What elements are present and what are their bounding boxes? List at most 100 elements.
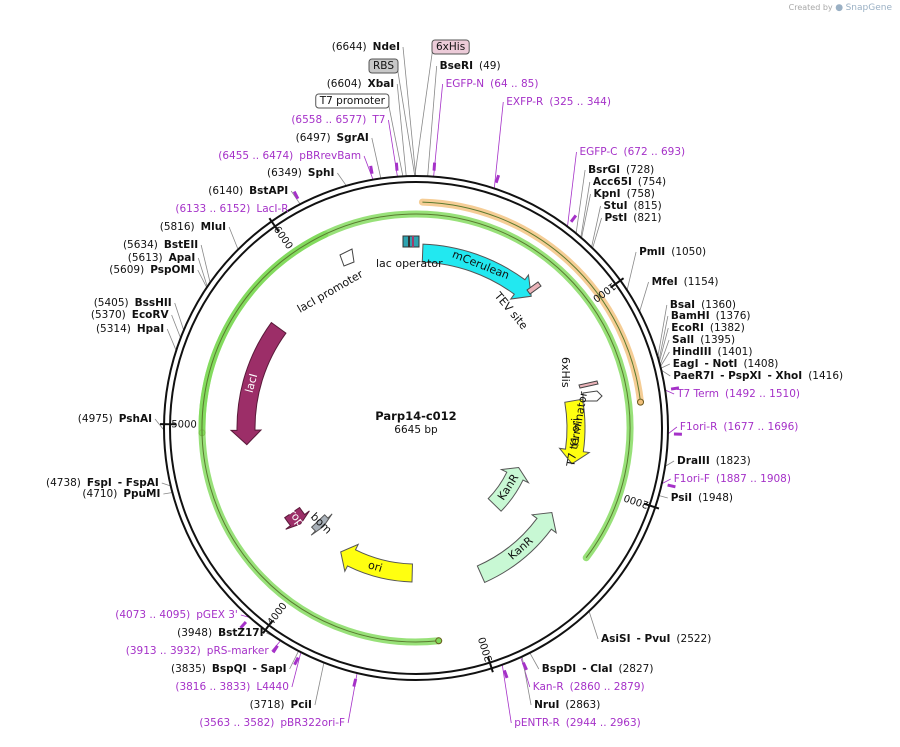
site-position: (1408) xyxy=(743,358,778,370)
laci-promoter-mark[interactable] xyxy=(340,249,354,266)
site-label[interactable]: StuI(815) xyxy=(604,200,662,212)
enzyme-name: MluI xyxy=(201,221,226,233)
site-label[interactable]: (6604)XbaI xyxy=(327,78,395,90)
primer-mark xyxy=(354,679,356,687)
primer-label: (2944 .. 2963) xyxy=(566,717,641,729)
enzyme-name: HindIII xyxy=(672,346,711,358)
site-label[interactable]: (3816 .. 3833)L4440 xyxy=(175,681,289,693)
site-label[interactable]: DraIII(1823) xyxy=(677,455,751,467)
site-label[interactable]: (6558 .. 6577)T7 xyxy=(291,114,385,126)
site-label[interactable]: SalI(1395) xyxy=(672,334,735,346)
site-label[interactable]: (4975)PshAI xyxy=(78,413,152,425)
primer-label: T7 Term xyxy=(676,388,719,400)
site-position: (815) xyxy=(634,200,662,212)
site-label[interactable]: (5370)EcoRV xyxy=(91,309,170,321)
site-position: T7 promoter xyxy=(319,95,386,107)
site-label[interactable]: (3913 .. 3932)pRS-marker xyxy=(126,645,270,657)
site-position: (4738) xyxy=(46,477,81,489)
site-label[interactable]: F1ori-R(1677 .. 1696) xyxy=(680,421,798,433)
primer-mark xyxy=(504,670,507,678)
site-label[interactable]: (5314)HpaI xyxy=(96,323,164,335)
site-label[interactable]: (4073 .. 4095)pGEX 3' xyxy=(115,609,238,621)
leader-line xyxy=(163,493,172,494)
site-label[interactable]: (3563 .. 3582)pBR322ori-F xyxy=(199,717,345,729)
site-label[interactable]: AsiSI- PvuI(2522) xyxy=(601,633,711,645)
site-label[interactable]: (5816)MluI xyxy=(160,221,226,233)
site-position: (5634) xyxy=(123,239,158,251)
leader-line xyxy=(315,663,324,705)
site-position: (5613) xyxy=(128,252,163,264)
site-label[interactable]: (6349)SphI xyxy=(267,167,334,179)
enzyme-name: BstEII xyxy=(164,239,198,251)
site-position: (4710) xyxy=(82,488,117,500)
site-position: (5314) xyxy=(96,323,131,335)
tick-label: 5000 xyxy=(171,419,197,430)
primer-mark xyxy=(294,192,298,199)
enzyme-name: PshAI xyxy=(119,413,152,425)
feature-laci[interactable] xyxy=(231,323,286,445)
site-label[interactable]: (3718)PciI xyxy=(250,699,312,711)
site-label[interactable]: HindIII(1401) xyxy=(672,346,752,358)
site-label[interactable]: EGFP-N(64 .. 85) xyxy=(446,78,539,90)
enzyme-name: PciI xyxy=(291,699,312,711)
site-label[interactable]: PsiI(1948) xyxy=(671,492,733,504)
site-position: (6140) xyxy=(208,185,243,197)
site-label[interactable]: PstI(821) xyxy=(605,212,662,224)
site-position: (1948) xyxy=(698,492,733,504)
site-label[interactable]: (6497)SgrAI xyxy=(296,132,369,144)
site-label[interactable]: T7 promoter xyxy=(316,94,389,108)
site-label[interactable]: (4710)PpuMI xyxy=(82,488,160,500)
site-label[interactable]: EcoRI(1382) xyxy=(671,322,745,334)
6xhis-mark[interactable] xyxy=(579,381,598,388)
site-label[interactable]: NruI (2863) xyxy=(534,699,600,711)
site-position: (3948) xyxy=(177,627,212,639)
site-position: (5370) xyxy=(91,309,126,321)
enzyme-name: - PspXI xyxy=(720,370,761,382)
enzyme-name: - SapI xyxy=(253,663,287,675)
leader-line xyxy=(403,47,416,176)
site-label[interactable]: Acc65I(754) xyxy=(593,176,666,188)
site-label[interactable]: (6140)BstAPI xyxy=(208,185,288,197)
site-position: (2863) xyxy=(565,699,600,711)
site-label[interactable]: (3835)BspQI- SapI xyxy=(171,663,287,675)
primer-mark xyxy=(496,175,498,183)
site-label[interactable]: BspDI- ClaI(2827) xyxy=(542,663,654,675)
enzyme-name: BssHII xyxy=(135,297,172,309)
enzyme-name: PspOMI xyxy=(150,264,195,276)
site-label[interactable]: PaeR7I- PspXI- XhoI(1416) xyxy=(673,370,843,382)
site-label[interactable]: (6644)NdeI xyxy=(332,41,400,53)
primer-label: (4073 .. 4095) xyxy=(115,609,190,621)
site-label[interactable]: EXFP-R(325 .. 344) xyxy=(506,96,611,108)
site-label[interactable]: EGFP-C(672 .. 693) xyxy=(579,146,685,158)
primer-label: (1492 .. 1510) xyxy=(725,388,800,400)
site-label[interactable]: RBS xyxy=(369,59,398,73)
enzyme-name: EcoRI xyxy=(671,322,704,334)
watermark-brand: SnapGene xyxy=(846,3,892,13)
leader-line xyxy=(198,270,207,288)
site-label[interactable]: pENTR-R(2944 .. 2963) xyxy=(514,717,641,729)
site-label[interactable]: (6455 .. 6474)pBRrevBam xyxy=(218,150,361,162)
site-label[interactable]: BseRI(49) xyxy=(440,60,501,72)
site-label[interactable]: KpnI(758) xyxy=(594,188,655,200)
site-label[interactable]: (6133 .. 6152)LacI-R xyxy=(175,203,288,215)
site-label[interactable]: 6xHis xyxy=(432,40,469,54)
site-label[interactable]: (5609)PspOMI xyxy=(109,264,194,276)
site-label[interactable]: (5405)BssHII xyxy=(94,297,172,309)
feature-mcerulean[interactable] xyxy=(422,244,531,299)
site-label[interactable]: PmlI(1050) xyxy=(639,246,706,258)
primer-label: Kan-R xyxy=(533,681,564,693)
site-label[interactable]: T7 Term (1492 .. 1510) xyxy=(676,388,800,400)
site-label[interactable]: BsrGI(728) xyxy=(588,164,654,176)
primer-label: (1887 .. 1908) xyxy=(716,473,791,485)
site-label[interactable]: Kan-R(2860 .. 2879) xyxy=(533,681,645,693)
site-label[interactable]: MfeI(1154) xyxy=(652,276,719,288)
site-label[interactable]: (5613)ApaI xyxy=(128,252,196,264)
leader-line xyxy=(661,364,670,368)
site-label[interactable]: (5634) BstEII xyxy=(123,239,198,251)
site-label[interactable]: BamHI(1376) xyxy=(671,310,751,322)
site-label[interactable]: F1ori-F(1887 .. 1908) xyxy=(674,473,791,485)
site-label[interactable]: EagI- NotI(1408) xyxy=(673,358,779,370)
enzyme-name: NruI xyxy=(534,699,559,711)
site-label[interactable]: (3948)BstZ17I xyxy=(177,627,263,639)
lac-operator-block[interactable] xyxy=(403,236,419,247)
